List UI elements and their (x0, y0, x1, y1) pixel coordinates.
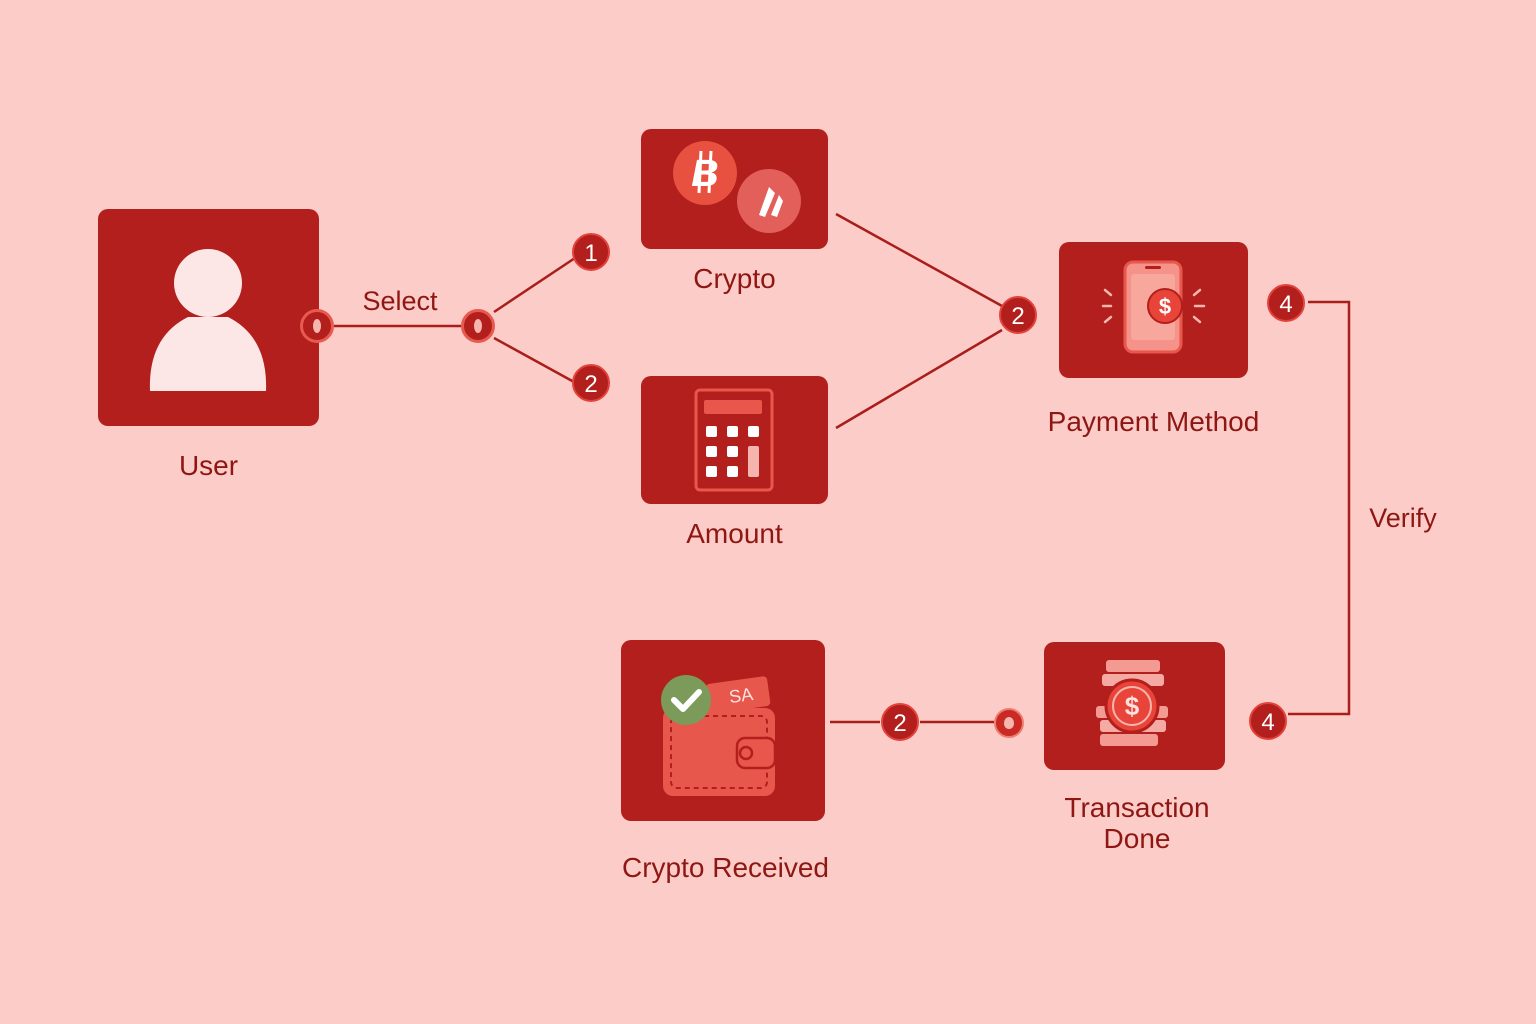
bitcoin-coins-icon: B (673, 141, 801, 233)
step-badge-merge: 2 (999, 296, 1037, 334)
wallet-check-icon: SA (661, 675, 777, 796)
svg-text:B: B (691, 153, 718, 195)
crypto-received-label: Crypto Received (622, 852, 829, 883)
crypto-node[interactable]: B (641, 129, 828, 249)
connector-amount-payment (835, 328, 1003, 430)
step-badge-crypto: 1 (572, 233, 610, 271)
user-node[interactable] (98, 209, 319, 426)
payment-method-node[interactable]: $ (1059, 242, 1248, 378)
transaction-done-node[interactable]: $ (1044, 642, 1225, 770)
payment-method-label: Payment Method (1047, 406, 1260, 437)
step-badge-received: 2 (881, 703, 919, 741)
phone-payment-icon: $ (1101, 260, 1206, 354)
connector-crypto-payment (835, 212, 1003, 308)
step-badge-transaction-in: 4 (1249, 702, 1287, 740)
connector-verify-loop (1288, 300, 1351, 716)
amount-label: Amount (686, 518, 783, 549)
svg-text:$: $ (1159, 294, 1171, 319)
step-badge-amount: 2 (572, 364, 610, 402)
connector-split-crypto (493, 256, 576, 314)
connector-split-amount (493, 336, 575, 384)
wallet-card-text: SA (728, 684, 755, 707)
dollar-coin-stack-icon: $ (1096, 660, 1168, 746)
amount-node[interactable] (641, 376, 828, 504)
transaction-done-label: Transaction Done (1024, 792, 1250, 854)
transaction-done-label-line2: Done (1103, 823, 1171, 854)
select-edge-label: Select (362, 286, 438, 316)
transaction-input-port (994, 708, 1024, 738)
step-badge-payment-out: 4 (1267, 284, 1305, 322)
calculator-icon (694, 388, 774, 492)
user-output-port (300, 309, 334, 343)
svg-text:$: $ (1125, 691, 1140, 721)
user-label: User (178, 450, 239, 481)
transaction-done-label-line1: Transaction (1064, 792, 1210, 823)
crypto-label: Crypto (693, 263, 776, 294)
crypto-received-node[interactable]: SA (621, 640, 825, 821)
select-split-port (461, 309, 495, 343)
person-icon (149, 249, 267, 391)
verify-edge-label: Verify (1369, 503, 1437, 533)
